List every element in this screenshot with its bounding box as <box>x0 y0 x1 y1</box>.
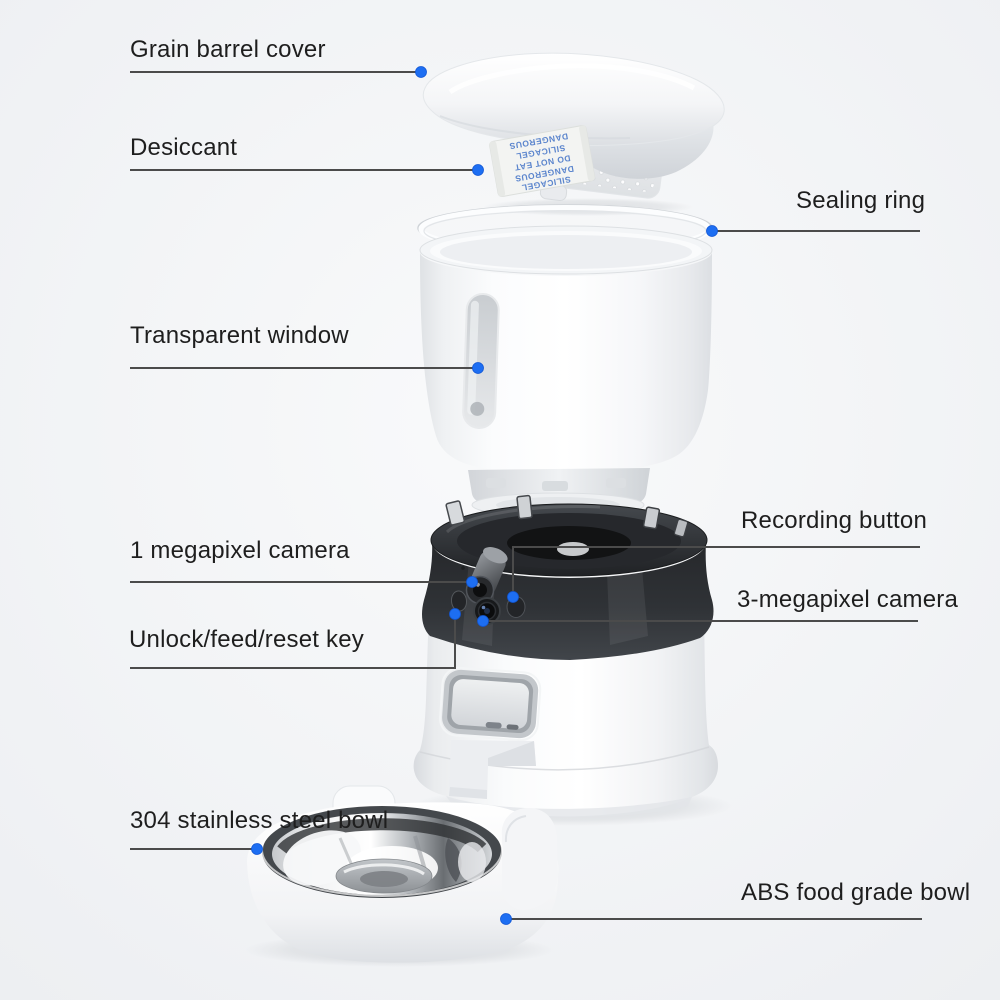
leader-recording-button <box>512 546 920 591</box>
label-3mp-camera: 3-megapixel camera <box>737 586 959 613</box>
lid-clip <box>673 518 689 538</box>
stainless-steel-bowl-part <box>261 803 503 898</box>
dot-desiccant <box>472 164 484 176</box>
dot-abs-bowl <box>500 913 512 925</box>
desiccant-packet: DANGEROUS SILICAGEL DO NOT EAT DANGEROUS… <box>489 125 596 198</box>
dot-steel-bowl <box>251 843 263 855</box>
transparent-window-part <box>462 293 500 429</box>
food-outlet <box>439 666 542 742</box>
dot-sealing-ring <box>706 225 718 237</box>
dot-3mp-camera <box>477 615 489 627</box>
leader-unlock-key <box>130 620 456 669</box>
lid-clip <box>642 506 661 530</box>
outlet-chute <box>449 740 536 799</box>
label-1mp-camera: 1 megapixel camera <box>130 537 350 564</box>
label-transparent-window: Transparent window <box>130 322 349 349</box>
label-sealing-ring: Sealing ring <box>796 187 926 214</box>
bowl-assembly <box>247 785 559 963</box>
dot-recording-button <box>507 591 519 603</box>
label-desiccant: Desiccant <box>130 134 238 161</box>
label-abs-bowl: ABS food grade bowl <box>741 879 971 906</box>
grain-barrel-cover-part <box>422 52 725 179</box>
bowl-right-wing <box>501 808 558 910</box>
lid-clip <box>445 500 466 526</box>
dot-grain-barrel-cover <box>415 66 427 78</box>
label-unlock-key: Unlock/feed/reset key <box>129 626 364 653</box>
label-recording-button: Recording button <box>741 507 927 534</box>
label-grain-barrel-cover: Grain barrel cover <box>130 36 326 63</box>
label-steel-bowl: 304 stainless steel bowl <box>130 807 389 834</box>
dot-1mp-camera <box>466 576 478 588</box>
dot-unlock-key <box>449 608 461 620</box>
lid-clip <box>516 494 533 520</box>
dot-transparent-window <box>472 362 484 374</box>
mic-pinhole <box>461 566 465 570</box>
